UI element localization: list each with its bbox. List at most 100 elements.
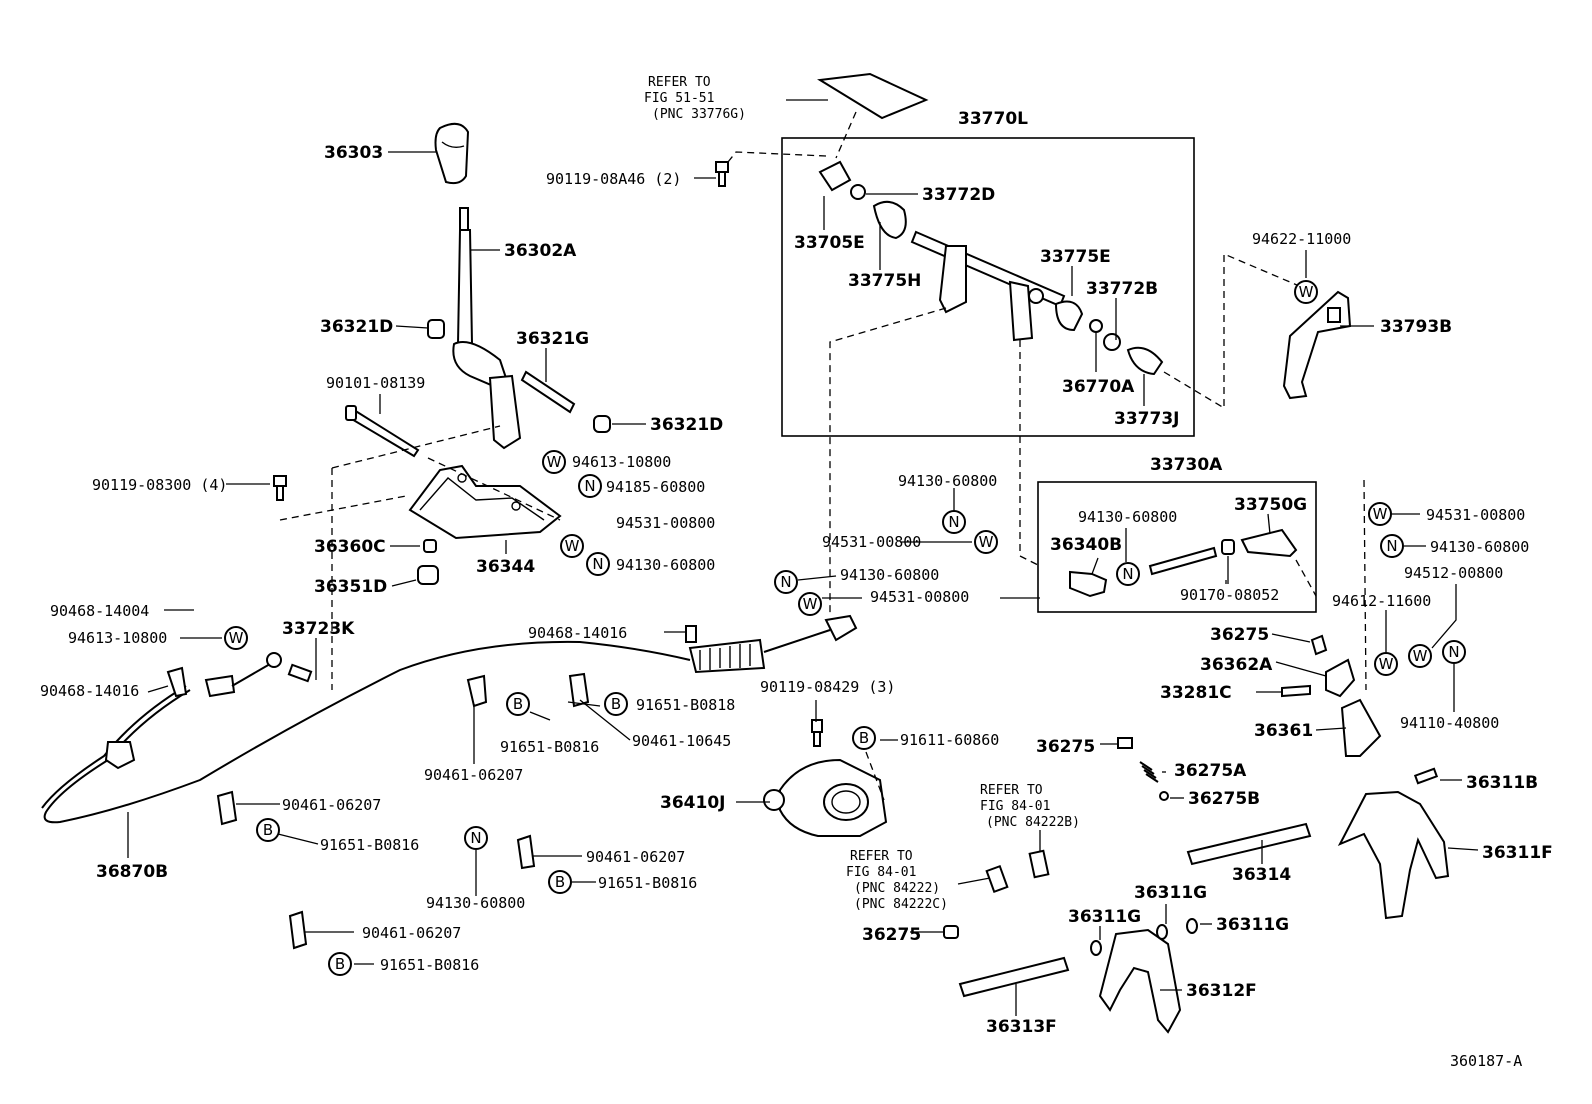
bolt-icon: B [506, 692, 530, 716]
part-label: 33723K [282, 619, 355, 639]
part-label: 94613-10800 [68, 629, 167, 647]
part-label: 91651-B0818 [636, 696, 735, 714]
housing-bolt [811, 719, 823, 747]
part-label: 94531-00800 [822, 533, 921, 551]
part-label: 94130-60800 [616, 556, 715, 574]
clip-b [568, 672, 590, 708]
bolt-icon: B [852, 726, 876, 750]
part-labels: 36303 36302A 36321D 36321G 36321D 90101-… [40, 75, 1553, 1070]
shift-fork-2 [1098, 928, 1182, 1034]
part-label: 36361 [1254, 721, 1313, 741]
part-label: 94613-10800 [572, 453, 671, 471]
part-label: 36312F [1186, 981, 1257, 1001]
dash-line-housing [865, 751, 885, 801]
reference-note: (PNC 84222) [854, 881, 940, 896]
small-bolt [273, 475, 287, 501]
washer-icon: W [1374, 652, 1398, 676]
reference-note: (PNC 84222C) [854, 897, 948, 912]
part-label: 91651-B0816 [320, 836, 419, 854]
part-label: 91651-B0816 [380, 956, 479, 974]
washer-icon: W [1368, 502, 1392, 526]
part-label: 36275A [1174, 761, 1247, 781]
svg-text:W: W [565, 537, 580, 555]
symbol-markers: W N W N W N W N W B B B N B B B W N W N … [224, 280, 1466, 976]
nut-icon: N [1442, 640, 1466, 664]
nut-icon: N [464, 826, 488, 850]
shift-knob [434, 122, 470, 185]
dash-line-select [1295, 559, 1317, 597]
part-label: 36311G [1216, 915, 1289, 935]
part-label: 33705E [794, 233, 865, 253]
part-label: 90461-10645 [632, 732, 731, 750]
washer-icon: W [224, 626, 248, 650]
part-label: 90468-14004 [50, 602, 149, 620]
part-label: 36303 [324, 143, 383, 163]
reference-note: FIG 84-01 [980, 799, 1050, 814]
bolt-icon: B [604, 692, 628, 716]
bolt-icon: B [328, 952, 352, 976]
part-label: 33281C [1160, 683, 1232, 703]
shift-cable [41, 614, 858, 824]
dash-line-plate [727, 151, 827, 163]
part-label: 94512-00800 [1404, 564, 1503, 582]
part-label: 36351D [314, 577, 387, 597]
part-label: 36314 [1232, 865, 1291, 885]
svg-text:N: N [470, 829, 481, 847]
part-label: 94185-60800 [606, 478, 705, 496]
clip-d [516, 834, 536, 870]
switch-2 [1028, 849, 1050, 879]
part-label: 36275 [862, 925, 921, 945]
part-label: 94130-60800 [1078, 508, 1177, 526]
reference-note: REFER TO [648, 75, 711, 90]
select-lever-assembly-box [1037, 481, 1317, 613]
part-label: 36275B [1188, 789, 1260, 809]
part-label: 33772B [1086, 279, 1158, 299]
dash-line-1 [279, 495, 407, 521]
part-label: 36302A [504, 241, 577, 261]
part-label: 36321G [516, 329, 589, 349]
detent-bolt [1117, 737, 1133, 749]
cable-clip-1 [166, 666, 188, 698]
clip-c [216, 790, 238, 826]
part-label: 36870B [96, 862, 168, 882]
part-label: 90101-08139 [326, 374, 425, 392]
part-label: 33773J [1114, 409, 1179, 429]
svg-text:B: B [335, 955, 345, 973]
svg-text:W: W [1373, 505, 1388, 523]
part-label: 90468-14016 [528, 624, 627, 642]
svg-text:N: N [584, 477, 595, 495]
lever-pin [520, 370, 576, 414]
part-label: 36275 [1210, 625, 1269, 645]
part-label: 36321D [320, 317, 393, 337]
svg-text:W: W [1379, 655, 1394, 673]
svg-text:B: B [263, 821, 273, 839]
part-label: 90119-08A46 (2) [546, 170, 681, 188]
part-label: 94622-11000 [1252, 230, 1351, 248]
dash-line-plate-2 [835, 111, 857, 159]
svg-text:W: W [1299, 283, 1314, 301]
bolt-icon: B [256, 818, 280, 842]
clip-e [288, 910, 308, 950]
dash-line-2 [331, 425, 501, 469]
part-label: 94130-60800 [840, 566, 939, 584]
shift-fork-1 [1337, 790, 1450, 920]
part-label: 36362A [1200, 655, 1273, 675]
reference-note: FIG 84-01 [846, 865, 916, 880]
part-label: 91611-60860 [900, 731, 999, 749]
lever-retainer-plate [408, 464, 562, 540]
nut-icon: N [586, 552, 610, 576]
cover-plate [817, 72, 929, 120]
plate-bolt [715, 161, 729, 187]
fork-pin [1413, 767, 1439, 785]
svg-text:B: B [513, 695, 523, 713]
part-label: 36770A [1062, 377, 1135, 397]
detent-spring [1139, 761, 1169, 801]
part-label: 33775H [848, 271, 921, 291]
snap-rings [1090, 918, 1198, 956]
svg-text:N: N [1122, 565, 1133, 583]
nut-icon: N [1116, 562, 1140, 586]
shift-shaft-assembly-box [781, 137, 1195, 437]
nut-icon: N [578, 474, 602, 498]
